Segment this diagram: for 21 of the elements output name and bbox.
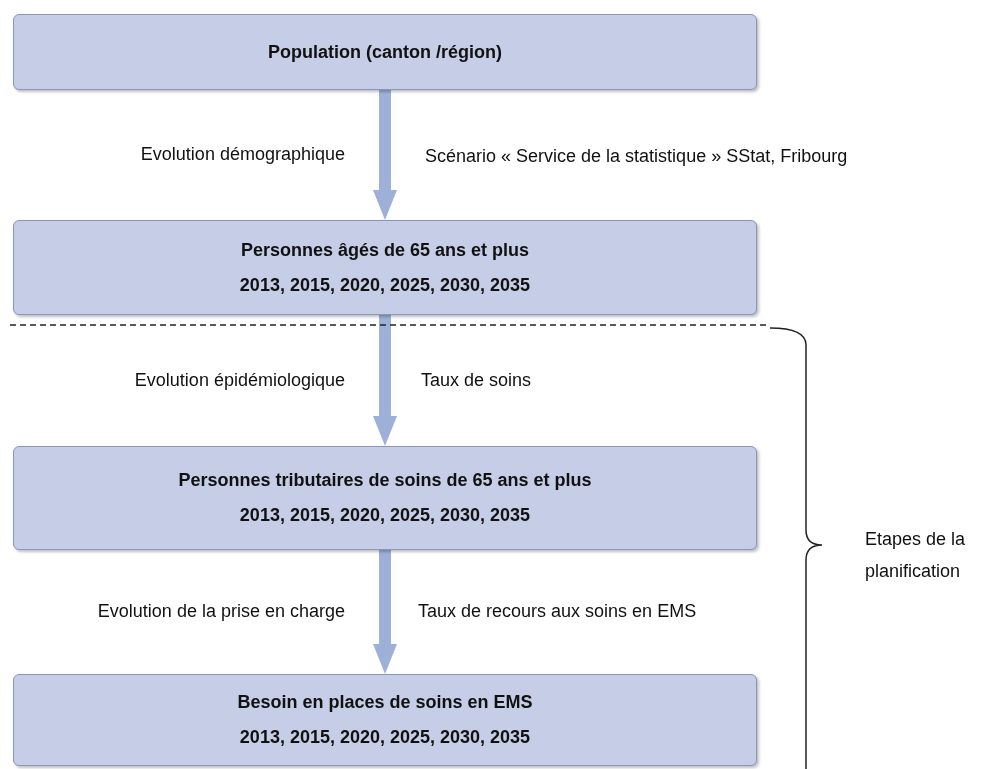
step-label: Evolution démographique: [139, 143, 345, 166]
step-label: Scénario « Service de la statistique » SStat, Fribourg: [425, 145, 849, 168]
process-box: [13, 674, 757, 766]
step-label: Evolution épidémiologique: [133, 369, 345, 392]
step-label: Evolution de la prise en charge: [96, 600, 345, 623]
arrow: [373, 90, 397, 220]
box-text: 2013, 2015, 2020, 2025, 2030, 2035: [239, 504, 531, 527]
step-label: Taux de recours aux soins en EMS: [418, 600, 698, 623]
box-text: Population (canton /région): [268, 40, 502, 64]
box-text: 2013, 2015, 2020, 2025, 2030, 2035: [239, 726, 531, 749]
bracket-label: Etapes de la planification: [865, 528, 967, 583]
arrow: [373, 315, 397, 446]
box-text: 2013, 2015, 2020, 2025, 2030, 2035: [239, 273, 531, 297]
arrow: [373, 550, 397, 674]
process-box: [13, 14, 757, 90]
box-text: Besoin en places de soins en EMS: [237, 691, 533, 714]
step-label: Taux de soins: [421, 369, 533, 392]
process-box: [13, 220, 757, 315]
box-text: Personnes tributaires de soins de 65 ans et plus: [178, 469, 592, 492]
box-text: Personnes âgés de 65 ans et plus: [240, 238, 530, 262]
process-box: [13, 446, 757, 550]
